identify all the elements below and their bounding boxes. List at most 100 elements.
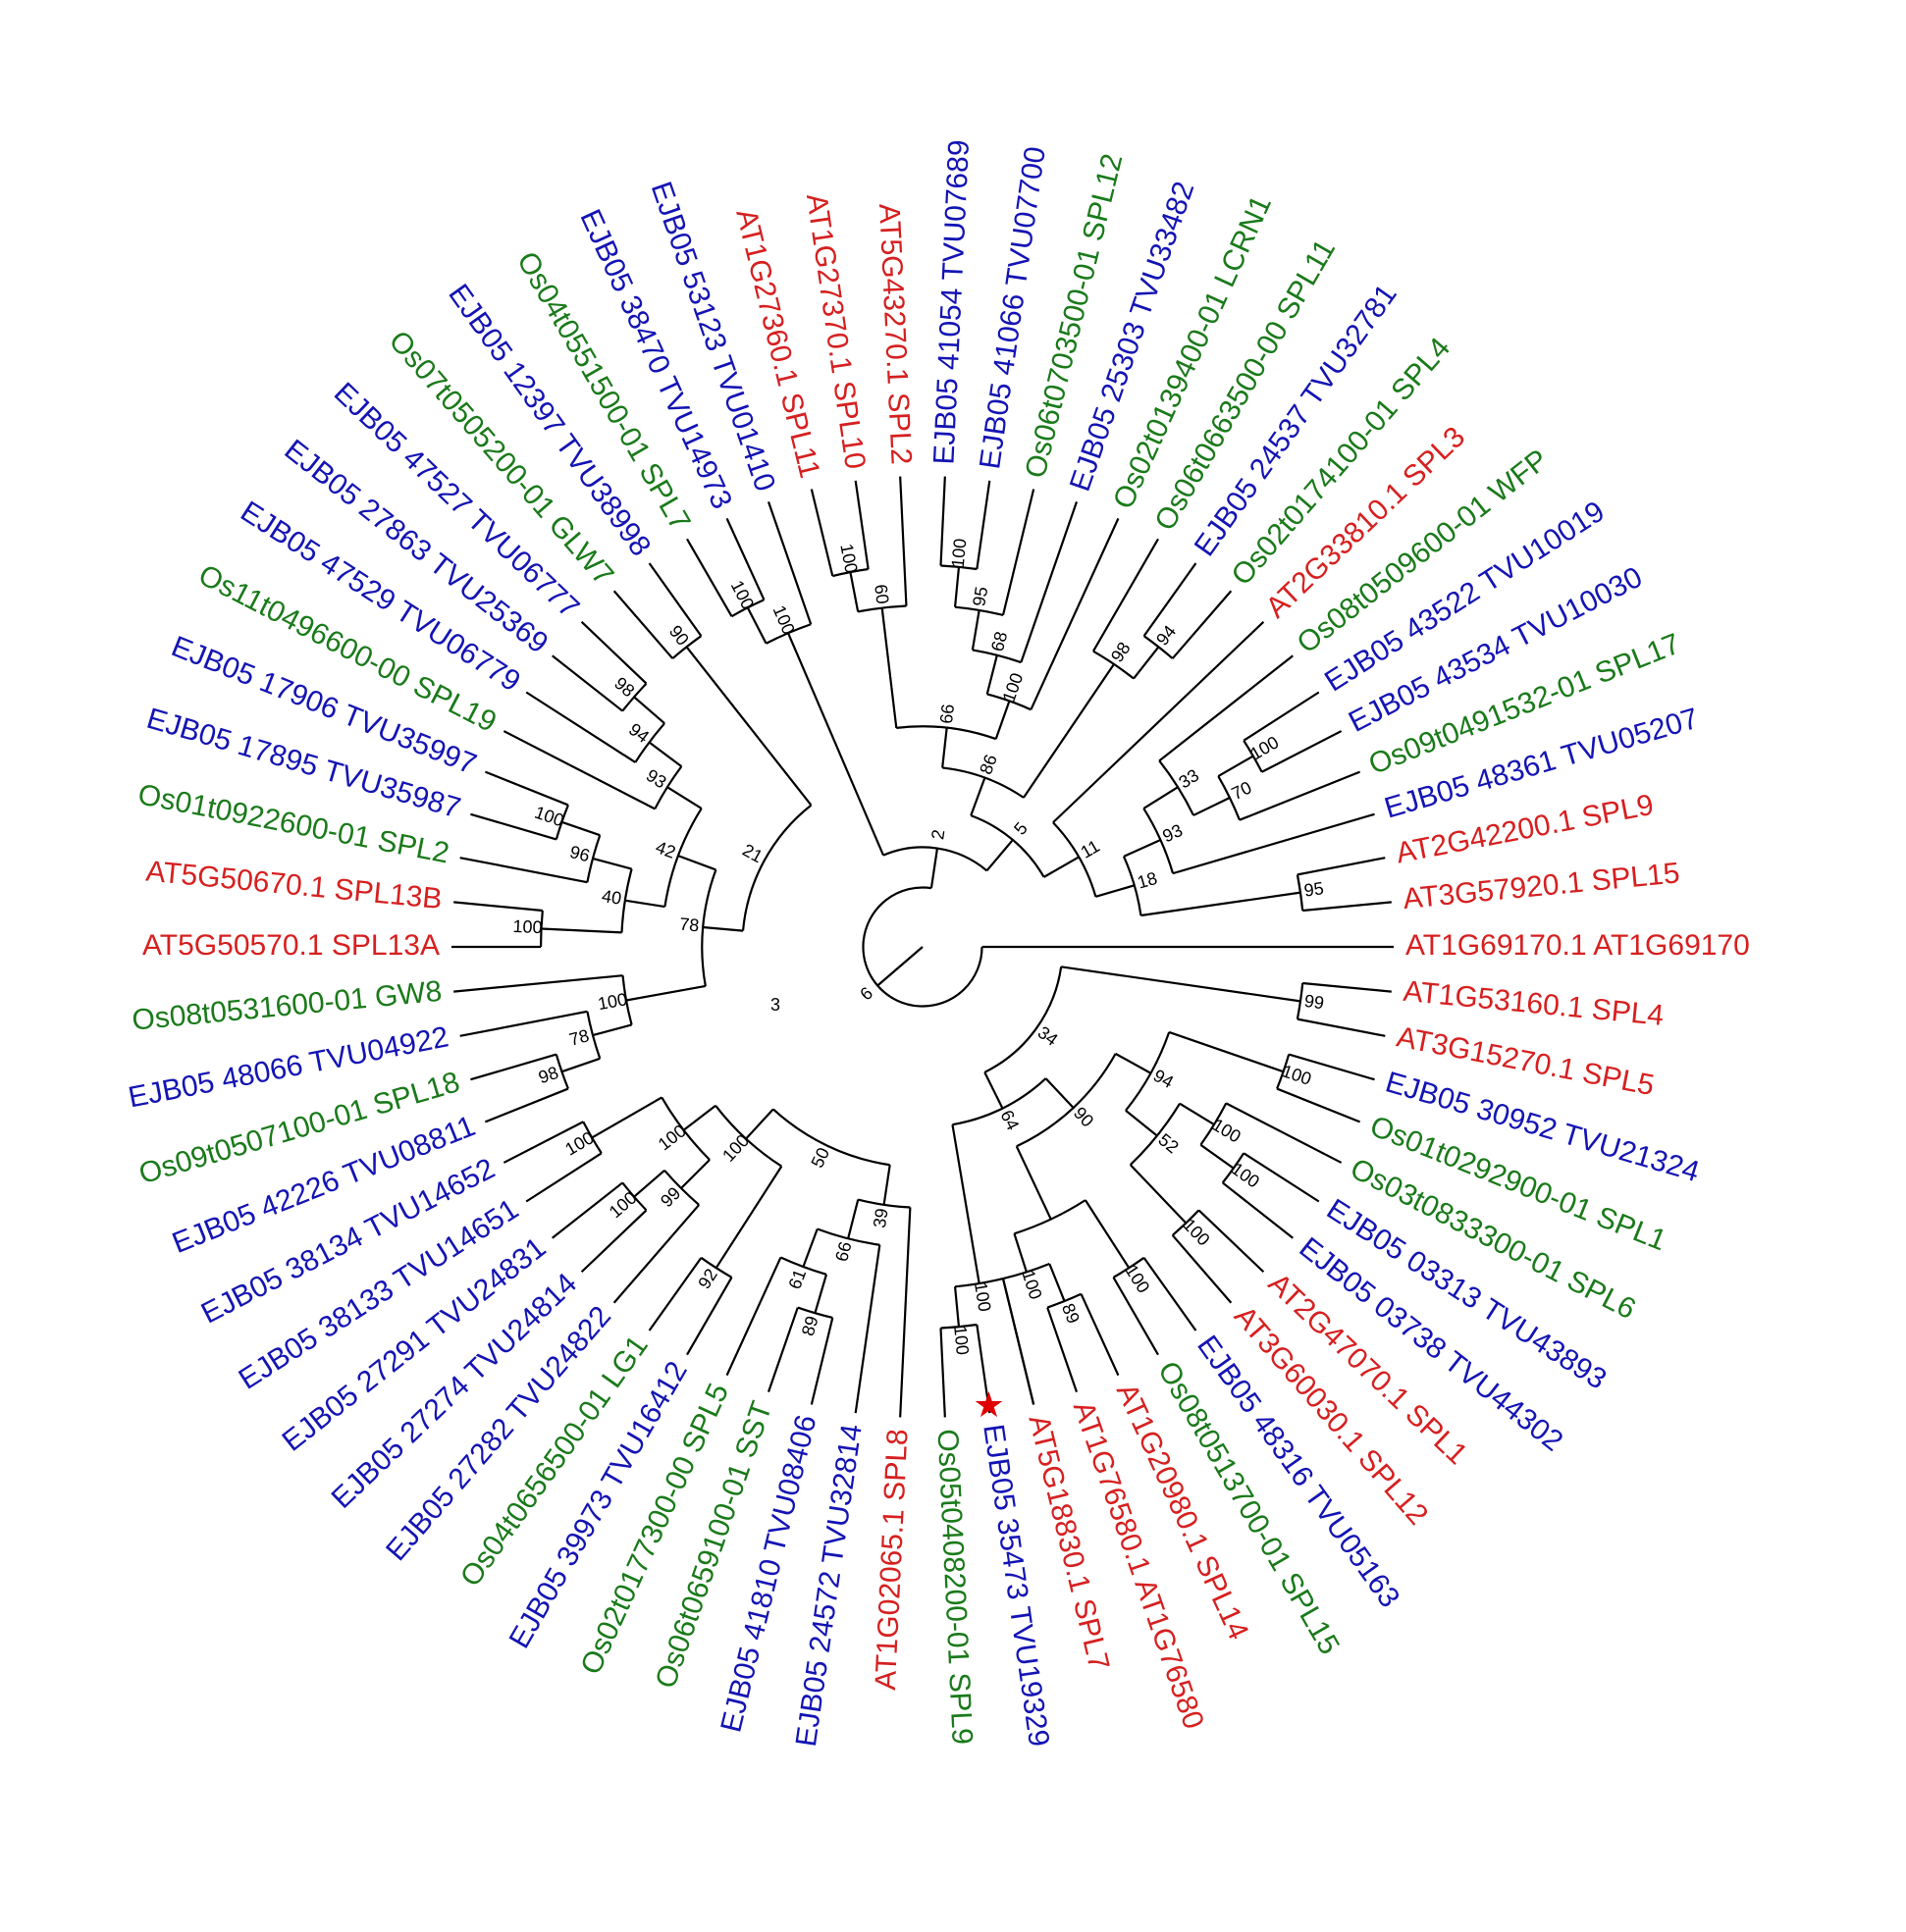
branch-line <box>677 855 716 871</box>
branch-line <box>1123 839 1161 858</box>
branch-line <box>1302 981 1392 993</box>
bootstrap-label: 39 <box>870 1207 892 1229</box>
clade-arc <box>741 804 813 931</box>
branch-line <box>1302 901 1392 913</box>
branch-line <box>1140 891 1301 917</box>
branch-line <box>939 476 946 566</box>
branch-line <box>899 476 908 606</box>
branch-line <box>725 517 766 600</box>
bootstrap-label: 11 <box>1078 836 1103 862</box>
branch-line <box>767 1307 799 1392</box>
branch-line <box>612 590 674 659</box>
branch-line <box>1080 1293 1120 1377</box>
branch-line <box>1197 1209 1265 1274</box>
bootstrap-label: 100 <box>998 670 1027 705</box>
bootstrap-label: 78 <box>678 914 700 936</box>
branch-line <box>1171 1234 1233 1304</box>
branch-line <box>685 646 813 807</box>
leaf-label: Os08t0531600-01 GW8 <box>131 975 444 1037</box>
branch-line <box>1115 1052 1152 1074</box>
branch-line <box>802 1228 819 1268</box>
branch-line <box>580 620 648 685</box>
branch-line <box>970 777 986 816</box>
branch-line <box>1142 1257 1197 1332</box>
bootstrap-label: 100 <box>727 577 759 612</box>
branch-line <box>561 820 601 837</box>
branch-line <box>1225 1102 1343 1164</box>
branch-line <box>591 1096 662 1139</box>
branch-line <box>1297 1018 1386 1037</box>
branch-line <box>929 848 939 889</box>
branch-line <box>484 770 569 807</box>
bootstrap-label: 66 <box>831 1239 855 1263</box>
branch-line <box>985 839 1014 872</box>
bootstrap-label: 89 <box>1058 1301 1084 1327</box>
bootstrap-label: 100 <box>1121 1261 1153 1296</box>
branch-line <box>1199 1143 1235 1170</box>
branch-line <box>633 696 665 725</box>
bootstrap-values: 9910010010010052941008910090100100643489… <box>512 538 1325 1356</box>
branch-line <box>1276 1087 1361 1123</box>
bootstrap-label: 6 <box>856 983 876 1005</box>
branch-line <box>612 1204 701 1304</box>
bootstrap-label: 78 <box>567 1025 592 1050</box>
branch-line <box>525 691 636 763</box>
branch-line <box>1084 1199 1131 1269</box>
branch-line <box>1030 517 1120 710</box>
bootstrap-label: 100 <box>769 602 799 637</box>
branch-line <box>1192 796 1231 816</box>
leaf-label: AT5G50570.1 SPL13A <box>142 929 440 962</box>
branch-line <box>976 480 991 570</box>
branch-line <box>682 1104 716 1131</box>
bootstrap-label: 2 <box>927 828 948 841</box>
bootstrap-label: 95 <box>969 585 991 607</box>
branch-line <box>1239 770 1361 821</box>
bootstrap-label: 100 <box>1246 732 1282 763</box>
bootstrap-label: 100 <box>561 1127 597 1159</box>
branch-line <box>470 812 557 841</box>
leaf-label: EJB05 41054 TVU07689 <box>927 139 976 466</box>
leaf-label: AT1G53160.1 SPL4 <box>1402 975 1665 1032</box>
branch-line <box>1217 755 1254 778</box>
branch-line <box>1001 489 1035 616</box>
branch-line <box>541 927 622 934</box>
branch-line <box>939 1328 946 1418</box>
branch-line <box>648 562 703 637</box>
branch-line <box>1091 538 1159 653</box>
branch-line <box>552 1181 623 1239</box>
branch-line <box>854 480 870 570</box>
branch-line <box>880 607 898 728</box>
branch-line <box>767 501 813 625</box>
branch-line <box>882 1165 891 1206</box>
branch-line <box>1052 620 1265 824</box>
clade-arc <box>970 814 1045 878</box>
bootstrap-label: 100 <box>836 542 861 574</box>
leaf-label: EJB05 30952 TVU21324 <box>1382 1066 1703 1188</box>
bootstrap-label: 42 <box>653 837 678 862</box>
bootstrap-label: 21 <box>739 840 766 866</box>
branch-line <box>459 1010 588 1037</box>
bootstrap-label: 100 <box>1228 1159 1263 1192</box>
clade-arc <box>983 966 1063 1073</box>
branch-line <box>1171 590 1233 659</box>
branch-line <box>1044 1077 1075 1109</box>
bootstrap-label: 100 <box>1280 1061 1314 1089</box>
leaf-label: AT1G69170.1 AT1G69170 <box>1405 929 1750 962</box>
branch-line <box>899 1207 912 1418</box>
branch-line <box>1168 1030 1284 1073</box>
bootstrap-label: 40 <box>601 886 623 909</box>
branch-line <box>625 984 707 1002</box>
clade-arc <box>1052 821 1097 898</box>
leaf-label: Os05t0408200-01 SPL9 <box>931 1429 979 1746</box>
branch-line <box>994 700 1011 740</box>
branch-line <box>976 1324 991 1414</box>
branch-line <box>666 786 703 809</box>
branch-line <box>810 489 834 577</box>
branch-line <box>1261 730 1343 773</box>
branch-line <box>1288 1053 1375 1081</box>
clade-arc <box>942 766 1025 799</box>
bootstrap-label: 100 <box>950 1325 973 1356</box>
branch-line <box>983 1071 1004 1110</box>
branch-line <box>580 1209 648 1274</box>
branch-line <box>624 899 665 909</box>
